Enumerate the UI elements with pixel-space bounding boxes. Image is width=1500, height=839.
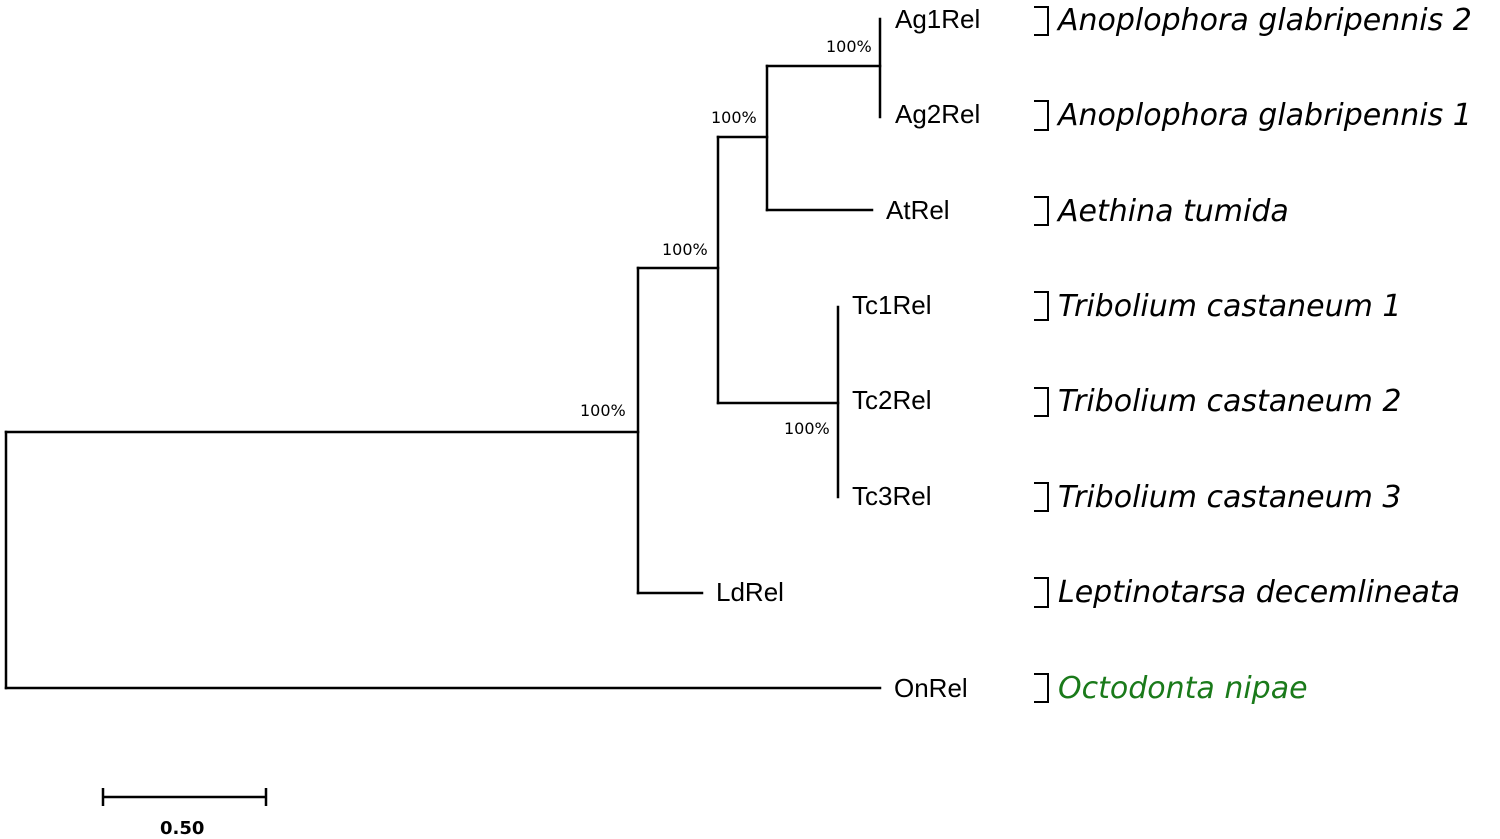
taxon-label-onrel: OnRel: [894, 673, 968, 703]
species-name-at: Aethina tumida: [1056, 194, 1289, 229]
taxon-label-atrel: AtRel: [886, 195, 950, 225]
taxon-labels: Ag1Rel Ag2Rel AtRel Tc1Rel Tc2Rel Tc3Rel…: [716, 4, 980, 703]
species-bracket: [1034, 387, 1049, 417]
taxon-label-tc2rel: Tc2Rel: [852, 385, 931, 415]
species-bracket: [1034, 673, 1049, 703]
species-bracket: [1034, 482, 1049, 512]
support-ag-at-tc-clade: 100%: [662, 240, 708, 259]
scale-bar: 0.50: [101, 788, 268, 839]
species-name-ag1: Anoplophora glabripennis 2: [1056, 3, 1472, 38]
species-name-tc1: Tribolium castaneum 1: [1058, 289, 1402, 324]
taxon-label-tc1rel: Tc1Rel: [852, 290, 931, 320]
scale-bar-line: [101, 788, 268, 806]
species-brackets: [1034, 6, 1049, 703]
taxon-label-ag2rel: Ag2Rel: [895, 99, 980, 129]
species-bracket: [1034, 291, 1049, 321]
species-bracket: [1034, 100, 1049, 131]
support-ingroup-clade: 100%: [580, 401, 626, 420]
species-bracket: [1034, 196, 1049, 226]
species-names: Anoplophora glabripennis 2 Anoplophora g…: [1056, 3, 1472, 706]
species-bracket: [1034, 6, 1049, 36]
species-name-tc3: Tribolium castaneum 3: [1058, 480, 1402, 515]
support-ag-at-clade: 100%: [711, 108, 757, 127]
tree-branches: [4, 17, 882, 690]
support-values: 100% 100% 100% 100% 100%: [580, 37, 872, 438]
species-name-tc2: Tribolium castaneum 2: [1058, 384, 1402, 419]
species-name-ld: Leptinotarsa decemlineata: [1058, 575, 1460, 610]
species-bracket: [1034, 577, 1049, 608]
species-name-on: Octodonta nipae: [1058, 671, 1308, 706]
support-tc-clade: 100%: [784, 419, 830, 438]
taxon-label-ag1rel: Ag1Rel: [895, 4, 980, 34]
scale-bar-label: 0.50: [160, 818, 204, 839]
support-ag-clade: 100%: [826, 37, 872, 56]
taxon-label-tc3rel: Tc3Rel: [852, 481, 931, 511]
species-name-ag2: Anoplophora glabripennis 1: [1056, 98, 1472, 133]
taxon-label-ldrel: LdRel: [716, 577, 784, 607]
